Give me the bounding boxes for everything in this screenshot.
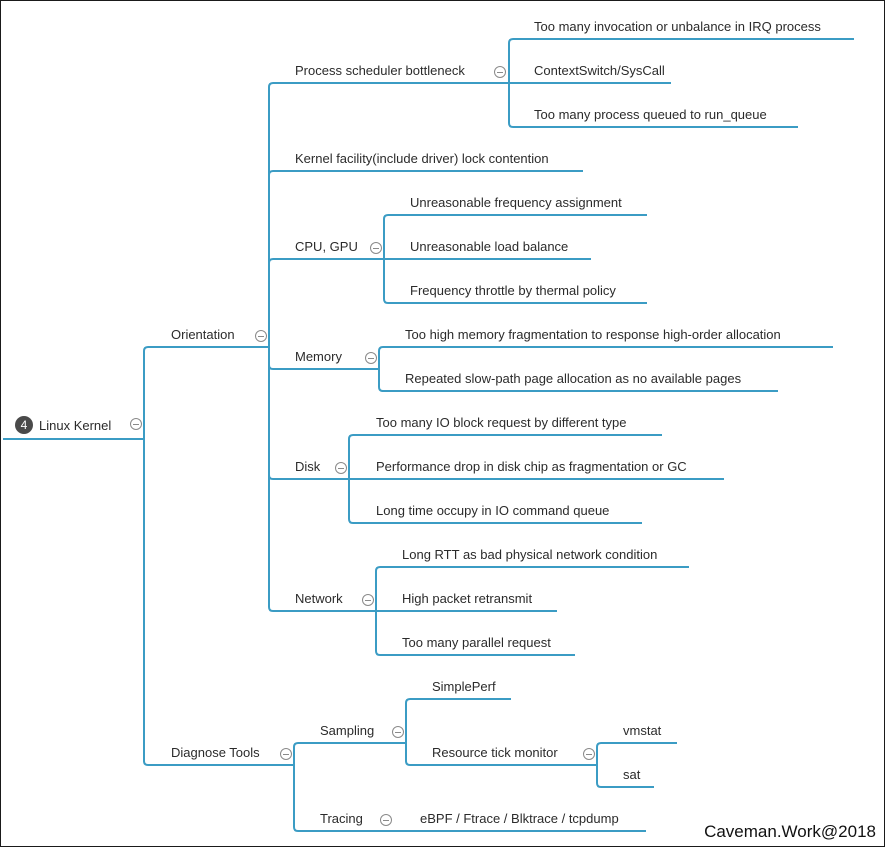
memory-collapse-icon[interactable] <box>365 352 377 364</box>
sampling-collapse-icon[interactable] <box>392 726 404 738</box>
root-badge: 4 <box>15 416 33 434</box>
cpu-gpu-item[interactable]: Unreasonable load balance <box>410 239 569 254</box>
memory-item[interactable]: Too high memory fragmentation to respons… <box>405 327 781 342</box>
cpu-gpu-item[interactable]: Frequency throttle by thermal policy <box>410 283 616 298</box>
connector-sampling <box>293 742 406 765</box>
connector-cpu-item <box>383 259 647 304</box>
orientation-collapse-icon[interactable] <box>255 330 267 342</box>
disk-item[interactable]: Performance drop in disk chip as fragmen… <box>376 459 687 474</box>
connector-rt-item <box>596 765 654 788</box>
connector-disk-item <box>348 479 642 524</box>
process-scheduler-item[interactable]: Too many invocation or unbalance in IRQ … <box>534 19 821 34</box>
cpu-gpu-collapse-icon[interactable] <box>370 242 382 254</box>
root-node[interactable]: 4 Linux Kernel <box>15 416 111 434</box>
connector-network <box>268 347 376 612</box>
connector-rt-item <box>596 742 677 765</box>
resource-tick-collapse-icon[interactable] <box>583 748 595 760</box>
connector-simpleperf <box>405 698 511 743</box>
cpu-gpu-node[interactable]: CPU, GPU <box>295 239 358 254</box>
network-node[interactable]: Network <box>295 591 343 606</box>
diagnose-tools-node[interactable]: Diagnose Tools <box>171 745 260 760</box>
connector-resource-tick <box>405 743 597 766</box>
diagnose-tools-collapse-icon[interactable] <box>280 748 292 760</box>
orientation-node[interactable]: Orientation <box>171 327 235 342</box>
network-item[interactable]: Long RTT as bad physical network conditi… <box>402 547 658 562</box>
sampling-node[interactable]: Sampling <box>320 723 375 738</box>
connector-orientation <box>143 346 269 439</box>
network-collapse-icon[interactable] <box>362 594 374 606</box>
connector-cpu-gpu <box>268 258 384 347</box>
cpu-gpu-item[interactable]: Unreasonable frequency assignment <box>410 195 622 210</box>
tracing-tools-node[interactable]: eBPF / Ftrace / Blktrace / tcpdump <box>420 811 619 826</box>
connector-cpu-item <box>383 214 647 259</box>
connector-mem-item <box>378 369 778 392</box>
root-collapse-icon[interactable] <box>130 418 142 430</box>
connector-disk-item <box>348 434 662 479</box>
disk-item[interactable]: Long time occupy in IO command queue <box>376 503 610 518</box>
process-scheduler-collapse-icon[interactable] <box>494 66 506 78</box>
memory-node[interactable]: Memory <box>295 349 342 364</box>
disk-collapse-icon[interactable] <box>335 462 347 474</box>
disk-item[interactable]: Too many IO block request by different t… <box>376 415 627 430</box>
network-item[interactable]: High packet retransmit <box>402 591 533 606</box>
resource-tick-item[interactable]: vmstat <box>623 723 662 738</box>
disk-node[interactable]: Disk <box>295 459 321 474</box>
process-scheduler-node[interactable]: Process scheduler bottleneck <box>295 63 465 78</box>
connector-tracing <box>293 765 646 832</box>
connector-ps-item <box>508 83 798 128</box>
connector-mem-item <box>378 346 833 369</box>
tracing-node[interactable]: Tracing <box>320 811 363 826</box>
tracing-collapse-icon[interactable] <box>380 814 392 826</box>
memory-item[interactable]: Repeated slow-path page allocation as no… <box>405 371 742 386</box>
watermark: Caveman.Work@2018 <box>704 822 876 841</box>
connector-ps-item <box>508 38 854 83</box>
root-label: Linux Kernel <box>39 417 112 433</box>
connector-process-scheduler <box>268 82 509 347</box>
connector-net-item <box>375 566 689 611</box>
resource-tick-node[interactable]: Resource tick monitor <box>432 745 558 760</box>
connector-diagnose-tools <box>143 439 294 766</box>
resource-tick-item[interactable]: sat <box>623 767 641 782</box>
connector-net-item <box>375 611 575 656</box>
process-scheduler-item[interactable]: ContextSwitch/SysCall <box>534 63 665 78</box>
network-item[interactable]: Too many parallel request <box>402 635 551 650</box>
simpleperf-node[interactable]: SimplePerf <box>432 679 496 694</box>
connector-kernel-facility <box>268 170 583 347</box>
kernel-facility-node[interactable]: Kernel facility(include driver) lock con… <box>295 151 549 166</box>
process-scheduler-item[interactable]: Too many process queued to run_queue <box>534 107 767 122</box>
